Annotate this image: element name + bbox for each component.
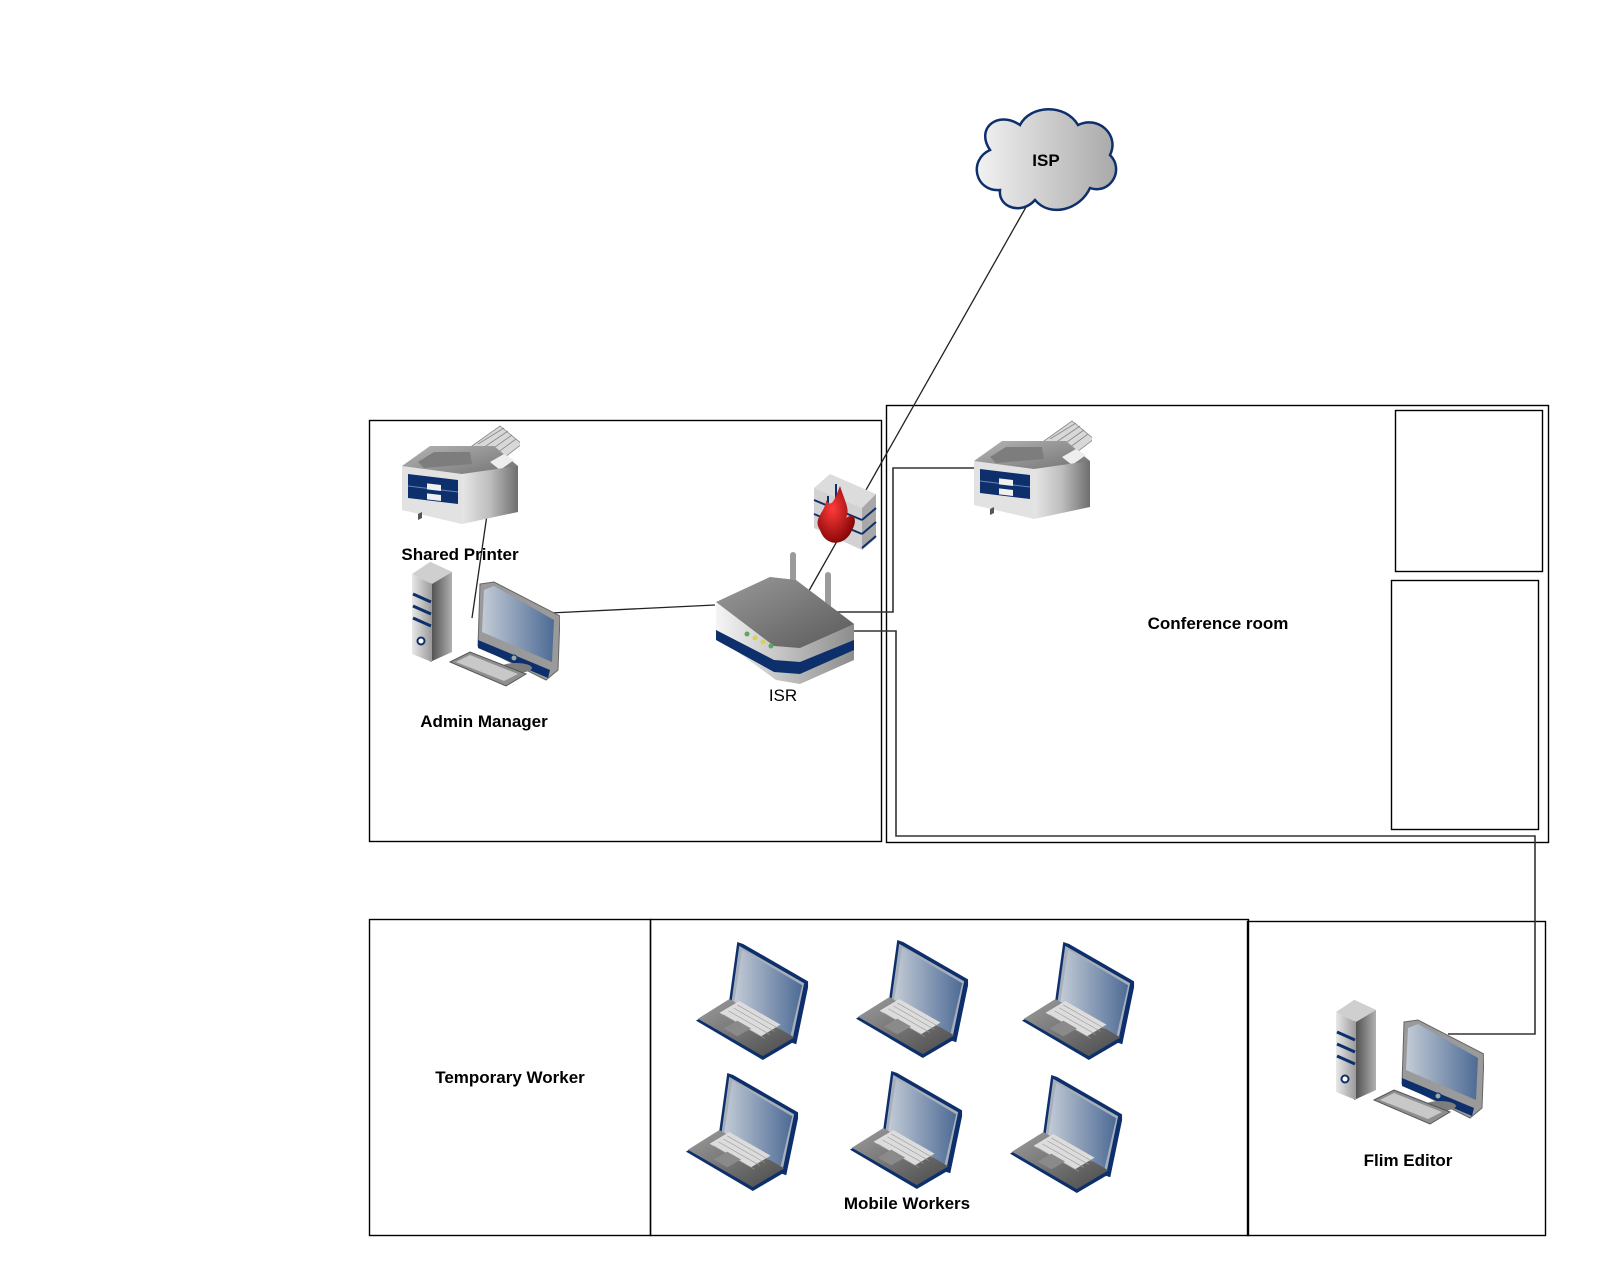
- desktop-computer-icon: [410, 562, 560, 687]
- shared-printer-label: Shared Printer: [401, 545, 519, 564]
- film-editor-label: Flim Editor: [1364, 1151, 1453, 1170]
- mobile-workers-group: Mobile Workers: [685, 940, 1135, 1213]
- room-conference-sub-top: [1394, 409, 1544, 573]
- link-printer-admin: [471, 507, 489, 619]
- firewall-icon: [813, 474, 877, 550]
- firewall-node[interactable]: [813, 474, 877, 550]
- printer-icon: [401, 425, 520, 525]
- isp-node[interactable]: ISP: [975, 108, 1118, 212]
- room-film-editor: [1246, 920, 1547, 1237]
- room-conference: [885, 404, 1550, 844]
- laptop-icon[interactable]: [1009, 1075, 1123, 1193]
- room-conference-sub-bottom: [1390, 579, 1540, 831]
- rooms: [368, 404, 1550, 1237]
- laptop-icon[interactable]: [1021, 942, 1135, 1060]
- shared-printer-node[interactable]: Shared Printer: [401, 425, 522, 564]
- link-admin-isr: [549, 604, 716, 614]
- router-icon: [716, 552, 854, 684]
- room-mobile-workers: [649, 918, 1250, 1237]
- admin-manager-node[interactable]: Admin Manager: [410, 562, 560, 731]
- desktop-computer-icon: [1334, 1000, 1484, 1125]
- mobile-workers-label: Mobile Workers: [844, 1194, 970, 1213]
- film-editor-node[interactable]: Flim Editor: [1334, 1000, 1484, 1170]
- admin-manager-label: Admin Manager: [420, 712, 548, 731]
- links: [471, 199, 1536, 1035]
- cloud-icon: [975, 108, 1118, 212]
- conference-printer-node[interactable]: [973, 420, 1094, 520]
- laptop-icon[interactable]: [695, 942, 809, 1060]
- isr-node[interactable]: ISR: [716, 552, 854, 705]
- link-isr-conference-printer: [833, 467, 976, 613]
- temporary-worker-label: Temporary Worker: [435, 1068, 585, 1087]
- link-isr-film-editor: [853, 630, 1536, 1035]
- laptop-icon[interactable]: [855, 940, 969, 1058]
- isp-label: ISP: [1032, 151, 1059, 170]
- laptop-icon[interactable]: [849, 1071, 963, 1189]
- isr-label: ISR: [769, 686, 797, 705]
- laptop-icon[interactable]: [685, 1073, 799, 1191]
- printer-icon: [973, 420, 1092, 520]
- conference-room-label: Conference room: [1148, 614, 1289, 633]
